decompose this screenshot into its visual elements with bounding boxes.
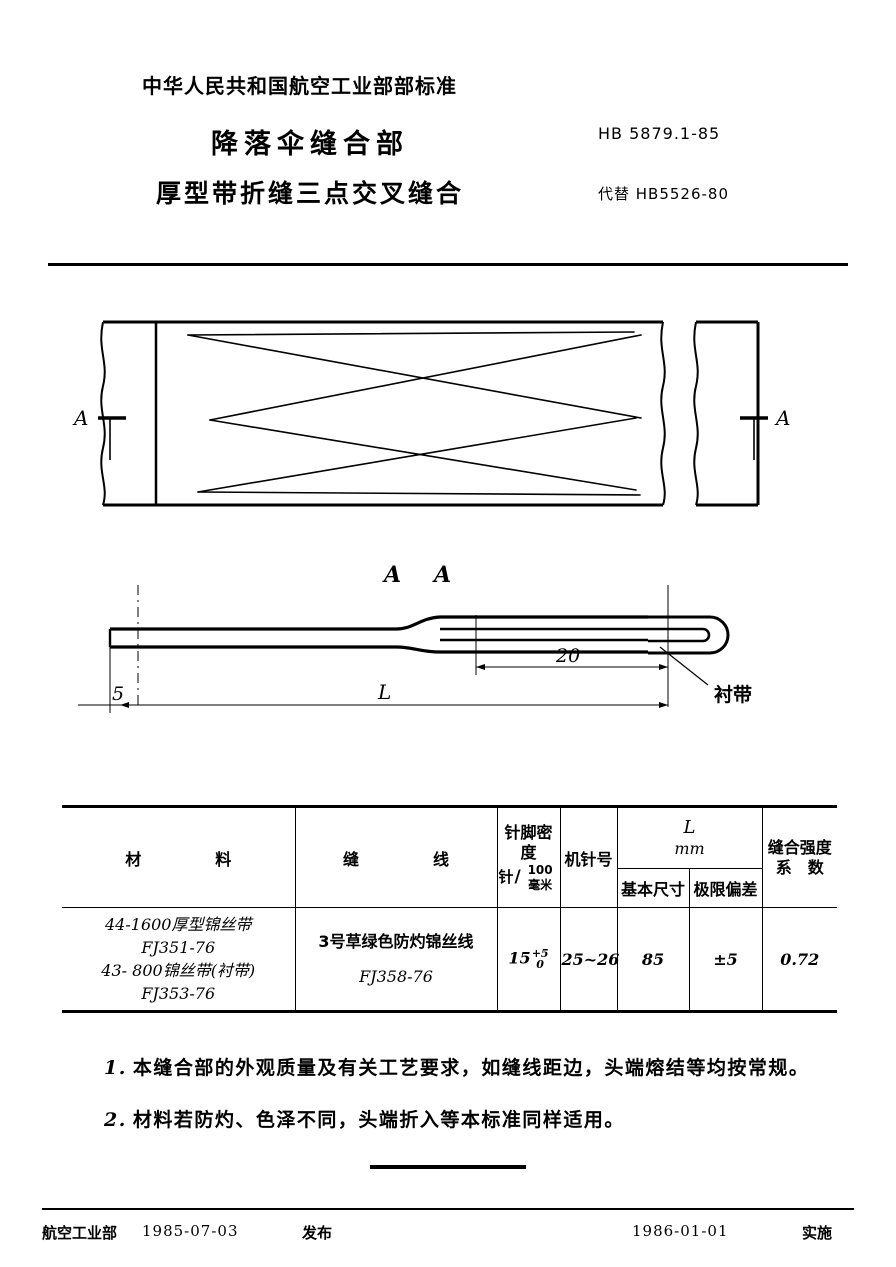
col-header-limit-deviation: 极限偏差	[688, 868, 762, 908]
dim-fold-label: 20	[555, 645, 580, 667]
footer-implement-label: 实施	[802, 1224, 833, 1242]
dim-edge-label: 5	[112, 683, 124, 705]
standard-number: HB 5879.1-85	[598, 124, 721, 143]
section-view-label-b: A	[432, 562, 451, 588]
footer-issue-date: 1985-07-03	[142, 1222, 239, 1240]
col-header-needle-no: 机针号	[559, 806, 618, 908]
footer: 航空工业部 1985-07-03 发布 1986-01-01 实施	[42, 1222, 854, 1248]
cell-strength-factor: 0.72	[761, 907, 837, 1012]
title-line-1: 降落伞缝合部	[211, 129, 409, 160]
col-header-thread: 缝 线	[294, 806, 498, 908]
col-header-stitch-density: 针脚密度 针 / 100毫米	[496, 806, 561, 908]
svg-text:A: A	[72, 406, 88, 430]
footer-issuer: 航空工业部	[42, 1224, 118, 1242]
section-view-drawing: A A 衬带 20	[48, 555, 848, 759]
col-header-basic-size: 基本尺寸	[617, 868, 690, 908]
title-line-2: 厚型带折缝三点交叉缝合	[155, 179, 464, 208]
table-row: 44-1600厚型锦丝带 FJ351-76 43- 800锦丝带(衬带) FJ3…	[62, 907, 837, 1012]
cell-limit-deviation: ±5	[688, 907, 763, 1012]
lining-tape-label: 衬带	[714, 683, 752, 706]
section-marker-left: A	[72, 406, 126, 460]
note-item-2: 2.材料若防灼、色泽不同，头端折入等本标准同样适用。	[104, 1109, 625, 1131]
col-header-length: L mm	[616, 806, 763, 869]
footer-divider-rule	[42, 1208, 854, 1210]
notes-list: 1.本缝合部的外观质量及有关工艺要求，如缝线距边，头端熔结等均按常规。 2.材料…	[104, 1053, 864, 1157]
section-marker-right: A	[740, 406, 790, 460]
cell-basic-size: 85	[616, 907, 690, 1012]
stitch-density-unit: 针 / 100毫米	[498, 862, 553, 892]
footer-effective-date: 1986-01-01	[632, 1222, 729, 1240]
footer-publish-label: 发布	[302, 1224, 333, 1242]
notes-divider-rule	[370, 1165, 526, 1169]
dim-length-label: L	[377, 680, 391, 704]
cell-thread: 3号草绿色防灼锦丝线 FJ358-76	[294, 907, 498, 1012]
note-1-text: 本缝合部的外观质量及有关工艺要求，如缝线距边，头端熔结等均按常规。	[132, 1057, 810, 1079]
section-view-label-a: A	[382, 562, 401, 588]
note-2-text: 材料若防灼、色泽不同，头端折入等本标准同样适用。	[132, 1109, 625, 1131]
document-title: 降落伞缝合部 厚型带折缝三点交叉缝合	[120, 128, 500, 212]
header-divider-rule	[48, 263, 848, 266]
svg-text:A: A	[774, 406, 790, 430]
col-header-strength-factor: 缝合强度 系 数	[761, 806, 837, 908]
standard-replaces: 代替 HB5526-80	[598, 185, 730, 203]
cell-material: 44-1600厚型锦丝带 FJ351-76 43- 800锦丝带(衬带) FJ3…	[62, 907, 296, 1012]
note-item-1: 1.本缝合部的外观质量及有关工艺要求，如缝线距边，头端熔结等均按常规。	[104, 1057, 810, 1079]
cell-needle-no: 25~26	[559, 907, 619, 1012]
specification-table: 材 料 缝 线 针脚密度 针 / 100毫米	[62, 805, 837, 1013]
cell-stitch-density: 15 +5 0	[496, 907, 561, 1012]
ministry-standard-heading: 中华人民共和国航空工业部部标准	[142, 74, 457, 98]
plan-view-drawing: A A	[48, 300, 848, 554]
col-header-material: 材 料	[62, 806, 296, 908]
